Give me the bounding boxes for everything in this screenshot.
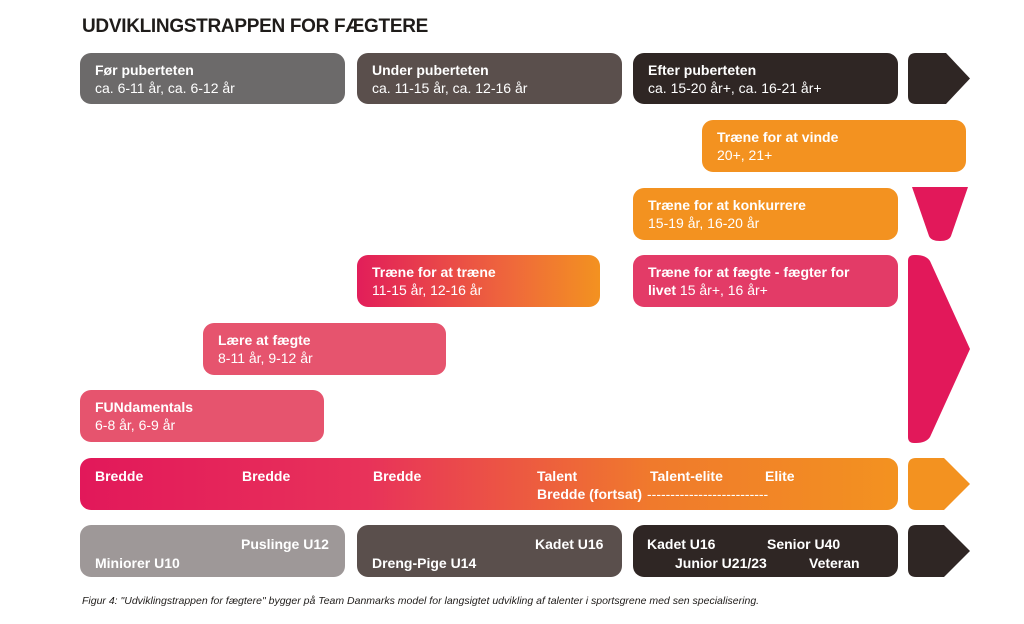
level-talent-elite: Talent-elite — [650, 468, 723, 484]
stage-title: Træne for at fægte - fægter for — [648, 264, 850, 280]
stage-fundamentals: FUNdamentals 6-8 år, 6-9 år — [80, 390, 324, 442]
diagram-title: UDVIKLINGSTRAPPEN FOR FÆGTERE — [82, 16, 428, 37]
level-arrow — [908, 458, 970, 510]
phase-after-puberty: Efter puberteten ca. 15-20 år+, ca. 16-2… — [633, 53, 898, 104]
stage-title: FUNdamentals — [95, 399, 194, 415]
age-group-young — [80, 525, 345, 577]
stage-title: Træne for at konkurrere — [648, 197, 806, 213]
level-bredde-fortsat: Bredde (fortsat) — [537, 486, 643, 502]
stage-ages: 15 år+, 16 år+ — [676, 282, 768, 298]
age-kadet: Kadet U16 — [535, 536, 604, 552]
age-puslinge: Puslinge U12 — [241, 536, 329, 552]
phase-during-puberty: Under puberteten ca. 11-15 år, ca. 12-16… — [357, 53, 622, 104]
level-elite: Elite — [765, 468, 795, 484]
age-arrow — [908, 525, 970, 577]
phase-before-puberty: Før puberteten ca. 6-11 år, ca. 6-12 år — [80, 53, 345, 104]
figure-caption: Figur 4: "Udviklingstrappen for fægtere"… — [82, 595, 760, 607]
large-right-arrow — [908, 255, 970, 443]
stage-ages: 15-19 år, 16-20 år — [648, 215, 760, 231]
phase-ages: ca. 11-15 år, ca. 12-16 år — [372, 80, 528, 96]
level-bredde: Bredde — [242, 468, 291, 484]
phase-title: Under puberteten — [372, 62, 489, 78]
age-senior: Senior U40 — [767, 536, 841, 552]
phase-title: Efter puberteten — [648, 62, 757, 78]
phase-ages: ca. 15-20 år+, ca. 16-21 år+ — [648, 80, 822, 96]
down-arrow-shape — [912, 187, 968, 241]
stage-train-to-compete: Træne for at konkurrere 15-19 år, 16-20 … — [633, 188, 898, 240]
stage-title: Lære at fægte — [218, 332, 311, 348]
level-talent: Talent — [537, 468, 578, 484]
stage-ages: 20+, 21+ — [717, 147, 773, 163]
stage-train-to-train: Træne for at træne 11-15 år, 12-16 år — [357, 255, 600, 307]
level-bar — [80, 458, 898, 510]
stage-title-cont: livet — [648, 282, 677, 298]
stage-title: Træne for at vinde — [717, 129, 839, 145]
age-group-mid — [357, 525, 622, 577]
phase-arrow — [908, 53, 970, 104]
age-kadet: Kadet U16 — [647, 536, 716, 552]
stage-ages: 6-8 år, 6-9 år — [95, 417, 176, 433]
continuation-dashes: -------------------------- — [647, 486, 769, 502]
stage-ages: 8-11 år, 9-12 år — [218, 350, 313, 366]
stage-ages: 11-15 år, 12-16 år — [372, 282, 483, 298]
stage-title: Træne for at træne — [372, 264, 496, 280]
stage-fence-for-life: Træne for at fægte - fægter for livet 15… — [633, 255, 898, 307]
age-dreng-pige: Dreng-Pige U14 — [372, 555, 477, 571]
age-group-senior — [633, 525, 898, 577]
phase-ages: ca. 6-11 år, ca. 6-12 år — [95, 80, 235, 96]
level-bredde: Bredde — [95, 468, 144, 484]
stage-ages-line: livet 15 år+, 16 år+ — [648, 281, 898, 299]
age-miniorer: Miniorer U10 — [95, 555, 180, 571]
age-junior: Junior U21/23 — [675, 555, 767, 571]
stage-train-to-win: Træne for at vinde 20+, 21+ — [702, 120, 966, 172]
stage-learn-to-fence: Lære at fægte 8-11 år, 9-12 år — [203, 323, 446, 375]
phase-title: Før puberteten — [95, 62, 194, 78]
level-bredde: Bredde — [373, 468, 422, 484]
age-veteran: Veteran — [809, 555, 860, 571]
